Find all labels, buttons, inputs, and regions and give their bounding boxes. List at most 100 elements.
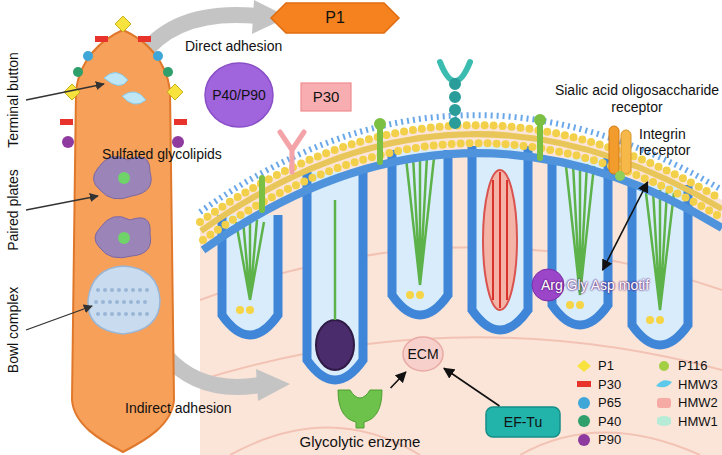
legend-swatch	[657, 398, 671, 408]
legend-text: P40	[598, 414, 621, 429]
p40-marker	[73, 67, 83, 77]
integrin-base	[615, 171, 625, 181]
bowl-texture	[96, 290, 152, 314]
hexagon-shape	[271, 3, 399, 33]
legend-swatch-box	[575, 396, 593, 410]
hex-node: P1	[270, 2, 400, 34]
legend-item: P116	[655, 358, 707, 373]
node-text-box: P40/P90	[204, 62, 274, 128]
node-label: Integrin receptor	[639, 126, 722, 158]
legend-swatch	[578, 397, 590, 409]
legend-swatch	[578, 415, 590, 427]
adhesion-arrow	[165, 355, 260, 387]
connector-arrow	[444, 368, 499, 406]
integrin-subunit	[621, 130, 631, 174]
circle-node: P40/P90	[204, 62, 274, 128]
p1-marker	[115, 16, 131, 32]
connector-arrow	[603, 182, 648, 270]
p30-marker	[138, 36, 151, 42]
mycoplasma-cell	[72, 30, 174, 452]
legend-swatch-box	[655, 396, 673, 410]
node-text-box: EF-Tu	[485, 406, 561, 438]
legend-swatch	[657, 416, 671, 426]
node-text-box: Integrin receptor	[605, 120, 722, 182]
legend-text: P65	[598, 395, 621, 410]
legend-swatch	[578, 434, 590, 446]
terminal-button	[104, 72, 146, 104]
legend-swatch	[577, 360, 591, 372]
annotation-label: Direct adhesion	[185, 38, 315, 55]
paired-plate	[95, 216, 151, 257]
legend-swatch-box	[655, 377, 673, 391]
node-label: ECM	[407, 346, 438, 362]
integrin-node: Integrin receptor	[605, 120, 722, 182]
legend-item: P40	[575, 414, 621, 429]
rect-node: P30	[300, 82, 352, 112]
paired-plate-core	[118, 232, 130, 244]
node-label: EF-Tu	[504, 414, 542, 430]
adhesion-arrow-head	[256, 369, 290, 401]
tissue	[200, 40, 722, 455]
leader-line	[26, 84, 104, 100]
node-text-box: P1	[270, 2, 400, 34]
bowl-complex	[88, 266, 160, 334]
p30-marker	[95, 36, 108, 42]
legend-item: P90	[575, 432, 621, 447]
legend-swatch	[659, 361, 669, 371]
legend-text: P30	[598, 377, 621, 392]
legend-swatch-box	[655, 359, 673, 373]
annotation-label: Indirect adhesion	[125, 400, 265, 417]
annotation-label: Paired plates	[5, 150, 23, 270]
legend-text: HMW3	[678, 377, 718, 392]
node-text-box: Glycolytic enzyme	[285, 388, 435, 452]
membrane-protein	[374, 118, 386, 130]
striped-cell	[483, 170, 517, 310]
epithelial-fold	[472, 146, 528, 330]
node-label: Glycolytic enzyme	[300, 433, 421, 450]
eftu-node: EF-Tu	[485, 406, 561, 438]
legend-swatch	[577, 381, 591, 387]
paired-plate-core	[118, 172, 130, 184]
integrin-subunit	[609, 126, 619, 174]
node-label: P40/P90	[212, 87, 266, 103]
motif-node: Arg Gly Asp motif	[520, 270, 670, 300]
legend-swatch-box	[575, 359, 593, 373]
enzyme-node: Glycolytic enzyme	[285, 388, 435, 452]
legend-swatch-box	[575, 433, 593, 447]
p30-marker	[174, 119, 187, 125]
legend-item: HMW1	[655, 414, 718, 429]
p90-marker	[62, 136, 74, 148]
legend-swatch-box	[575, 377, 593, 391]
membrane-protein	[534, 114, 546, 126]
cilia	[334, 200, 337, 320]
connector-arrow	[391, 372, 406, 388]
node-text-box: Arg Gly Asp motif	[520, 270, 670, 300]
leader-line	[26, 196, 98, 210]
legend-swatch-box	[575, 414, 593, 428]
circle-shape	[403, 337, 443, 371]
nucleus-dots	[240, 295, 670, 320]
legend-item: HMW2	[655, 395, 718, 410]
legend-item: P65	[575, 395, 621, 410]
node-label: P1	[325, 9, 345, 27]
legend-text: HMW1	[678, 414, 718, 429]
sialic-receptor-stem	[449, 84, 461, 124]
legend-item: P30	[575, 377, 621, 392]
legend-swatch-box	[655, 414, 673, 428]
legend-item: HMW3	[655, 377, 718, 392]
cell-stripes	[493, 172, 507, 308]
p65-marker	[83, 51, 93, 61]
node-text-box: ECM	[402, 336, 444, 372]
p30-marker	[60, 119, 73, 125]
epithelial-fold	[307, 172, 363, 380]
annotation-label: Terminal button	[5, 35, 23, 165]
node-label: Arg Gly Asp motif	[541, 277, 649, 293]
enzyme-shape	[338, 390, 382, 428]
legend-swatch	[656, 380, 672, 387]
p40-marker	[163, 67, 173, 77]
node-label: P30	[313, 88, 340, 105]
glycolipid-receptor	[280, 132, 304, 172]
annotation-label: Sialic acid oligosaccharide receptor	[552, 82, 722, 116]
